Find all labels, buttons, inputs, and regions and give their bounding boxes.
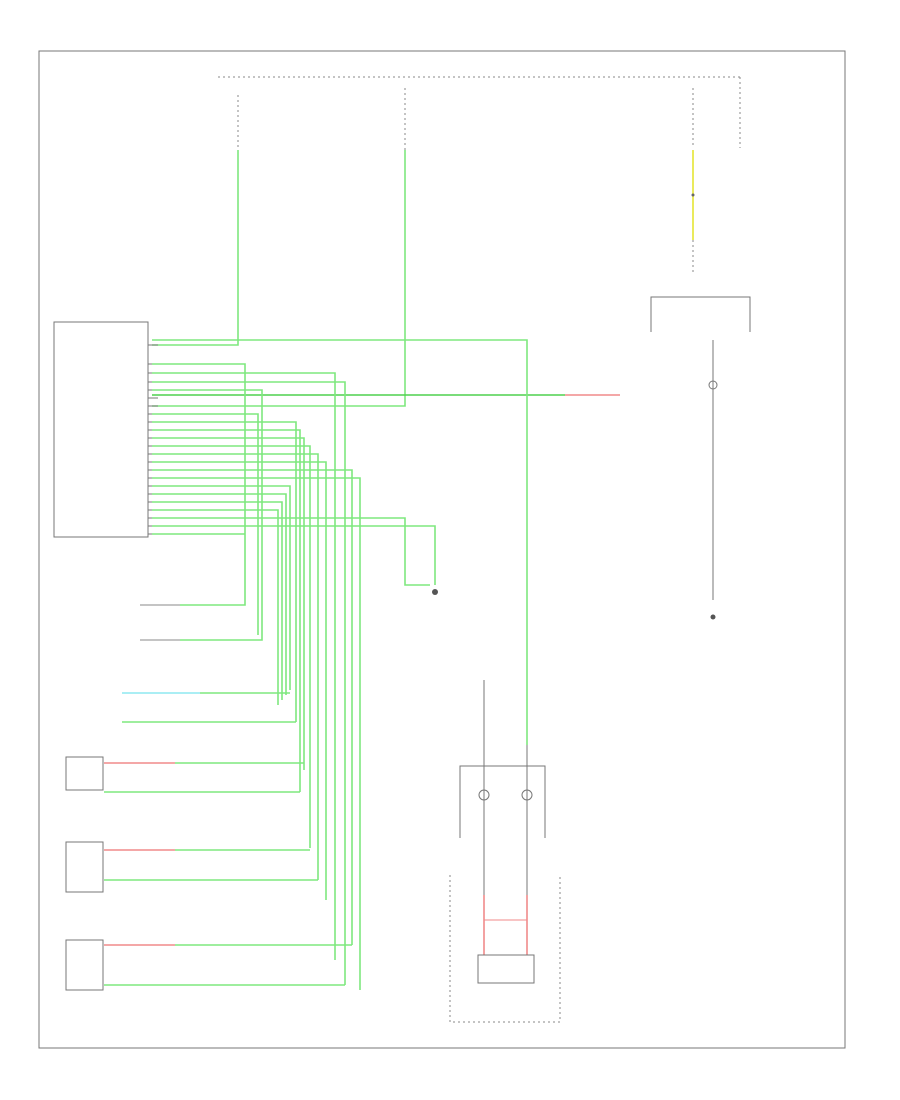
passenger-seat-belt-tensioner bbox=[65, 841, 318, 893]
steering-column-boundary bbox=[449, 875, 561, 1023]
cable-reel bbox=[459, 680, 546, 895]
wire-bundle bbox=[152, 339, 528, 990]
ground-g401 bbox=[432, 589, 438, 595]
passenger-weight-sensor bbox=[65, 756, 304, 793]
srs-indicator-housing bbox=[650, 296, 751, 620]
indicator-ground-icon bbox=[710, 614, 716, 620]
srs-connector bbox=[140, 604, 180, 641]
srs-unit-box bbox=[53, 321, 149, 538]
short-connector bbox=[483, 895, 528, 955]
wire-fuse-a bbox=[152, 150, 239, 346]
wire-fuse-b bbox=[152, 150, 406, 407]
splice-c bbox=[691, 193, 695, 197]
driver-seat-belt-tensioner bbox=[65, 939, 352, 991]
side-airbag-cutoff-indicator bbox=[122, 692, 296, 723]
driver-airbag-inflator bbox=[477, 954, 535, 984]
srs-indicator-lamp bbox=[708, 380, 718, 390]
diagram-frame bbox=[38, 50, 846, 1049]
